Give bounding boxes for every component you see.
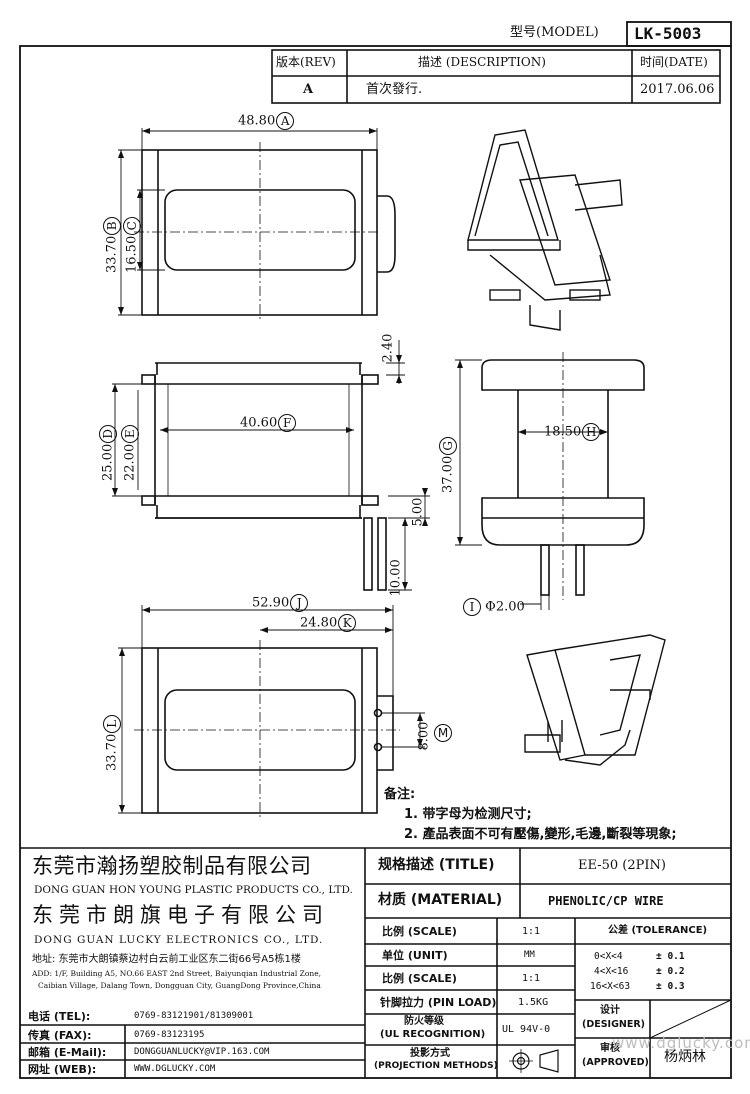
ul-label-en: (UL RECOGNITION): [380, 1029, 486, 1040]
web-label: 网址 (WEB):: [28, 1063, 97, 1076]
mail-label: 邮箱 (E-Mail):: [28, 1046, 107, 1059]
tel-label: 电话 (TEL):: [28, 1010, 91, 1023]
tol-range-2: 4<X<16: [594, 966, 629, 977]
date-col-header: 时间(DATE): [640, 55, 708, 69]
tol-val-1: ± 0.1: [656, 951, 685, 962]
tol-val-3: ± 0.3: [656, 981, 685, 992]
company-address-en-1: ADD: 1/F, Building A5, NO.66 EAST 2nd St…: [32, 969, 322, 978]
mail-value[interactable]: DONGGUANLUCKY@VIP.163.COM: [134, 1047, 270, 1057]
title-label: 规格描述 (TITLE): [378, 857, 495, 873]
desc-col-header: 描述 (DESCRIPTION): [418, 55, 546, 69]
tol-val-2: ± 0.2: [656, 966, 685, 977]
note-item-2: 2. 產品表面不可有壓傷,變形,毛邊,斷裂等現象;: [404, 827, 677, 842]
pin-load-label: 针脚拉力 (PIN LOAD): [380, 996, 497, 1009]
note-item-1: 1. 带字母为检测尺寸;: [404, 807, 532, 822]
company-name-2-cn: 东莞市朗旗电子有限公司: [32, 903, 329, 927]
dim-pin-pitch-tag: M: [433, 724, 452, 742]
scale-label: 比例 (SCALE): [382, 925, 457, 938]
tel-value: 0769-83121901/81309001: [134, 1011, 254, 1021]
date-value: 2017.06.06: [640, 82, 715, 97]
proj-label-en: (PROJECTION METHODS): [374, 1061, 498, 1071]
dim-side-pin: 10.00: [388, 559, 404, 597]
ul-label-cn: 防火等级: [404, 1016, 444, 1027]
dim-top-height: 33.70B: [103, 193, 121, 273]
scale2-label: 比例 (SCALE): [382, 972, 457, 985]
approved-label-en: (APPROVED): [582, 1057, 649, 1068]
fax-label: 传真 (FAX):: [28, 1029, 92, 1042]
company-address-en-2: Caibian Village, Dalang Town, Dongguan C…: [38, 981, 321, 990]
fax-value: 0769-83123195: [134, 1030, 205, 1040]
dim-side-flange: 2.40: [380, 333, 396, 363]
desc-value: 首次發行.: [366, 82, 423, 97]
title-value: EE-50 (2PIN): [578, 858, 666, 873]
approved-label-cn: 审核: [600, 1043, 620, 1054]
company-address-cn: 地址: 东莞市大朗镇蔡边村白云前工业区东二街66号A5栋1楼: [32, 954, 301, 965]
model-label: 型号(MODEL): [510, 25, 599, 40]
dim-side-outer: 25.00D: [99, 401, 117, 481]
company-name-2-en: DONG GUAN LUCKY ELECTRONICS CO., LTD.: [34, 934, 324, 946]
company-name-1-en: DONG GUAN HON YOUNG PLASTIC PRODUCTS CO.…: [34, 884, 353, 896]
proj-label-cn: 投影方式: [410, 1048, 450, 1059]
dim-side-base: 5.00: [410, 497, 426, 527]
dim-front-height: 37.00G: [439, 413, 457, 493]
rev-value: A: [303, 82, 314, 97]
projection-symbol-icon: [509, 1050, 561, 1074]
rev-col-header: 版本(REV): [276, 55, 336, 69]
designer-label-cn: 设计: [600, 1005, 620, 1016]
model-value: LK-5003: [634, 24, 702, 43]
scale2-value: 1:1: [522, 973, 541, 984]
pin-load-value: 1.5KG: [518, 997, 549, 1008]
dim-pin-pitch: 8.00: [416, 721, 432, 751]
ul-value: UL 94V-0: [502, 1024, 551, 1035]
unit-value: MM: [524, 950, 535, 960]
scale-value: 1:1: [522, 926, 541, 937]
tol-range-3: 16<X<63: [590, 981, 631, 992]
notes-title: 备注:: [384, 787, 416, 802]
tolerance-label: 公差 (TOLERANCE): [608, 925, 708, 936]
watermark: www.dglucky.com: [612, 1034, 750, 1052]
dim-top-inner: 16.50C: [123, 193, 141, 273]
unit-label: 单位 (UNIT): [382, 949, 448, 962]
dim-side-inner: 22.00E: [121, 401, 139, 481]
material-value: PHENOLIC/CP WIRE: [548, 894, 664, 908]
tol-range-1: 0<X<4: [594, 951, 623, 962]
dim-pin-dia: I Φ2.00: [462, 598, 525, 616]
approved-value: 杨炳林: [664, 1049, 706, 1065]
designer-label-en: (DESIGNER): [582, 1019, 645, 1030]
company-name-1-cn: 东莞市瀚扬塑胶制品有限公司: [32, 854, 312, 878]
dim-bottom-height: 33.70L: [103, 691, 121, 771]
material-label: 材质 (MATERIAL): [378, 892, 503, 908]
web-value[interactable]: WWW.DGLUCKY.COM: [134, 1064, 216, 1074]
